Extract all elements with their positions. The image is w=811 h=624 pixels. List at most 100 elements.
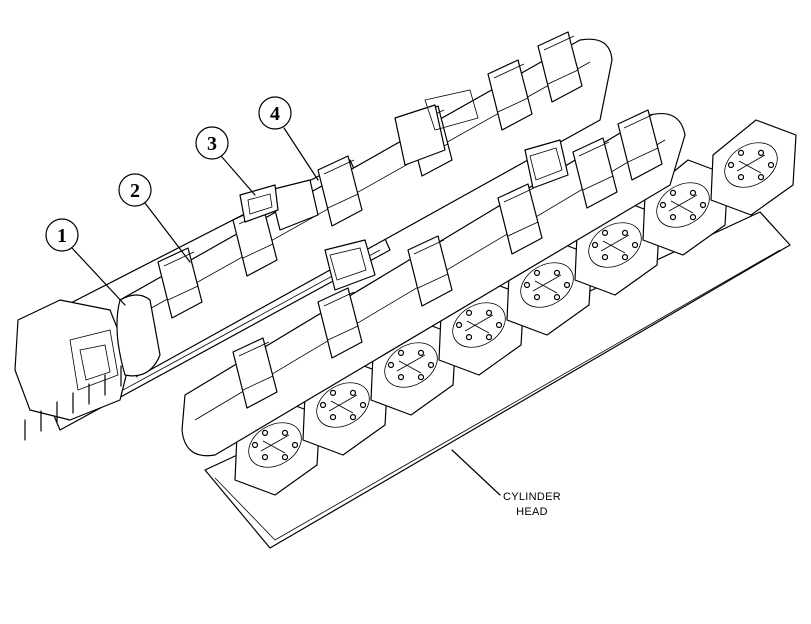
bolt — [329, 414, 337, 421]
bolt — [669, 189, 677, 196]
manifold-clamp — [572, 137, 618, 209]
leader-4 — [283, 127, 319, 181]
callout-4: 4 — [258, 96, 292, 130]
manifold-clamp — [537, 31, 583, 103]
cover-rib — [260, 434, 290, 454]
clamp-edge — [238, 341, 274, 391]
bolt — [553, 294, 561, 301]
clamp-edge — [163, 251, 199, 301]
bolt — [621, 254, 629, 261]
clamp-band — [407, 235, 453, 307]
callout-2-number: 2 — [130, 180, 140, 202]
clamp-band — [317, 155, 363, 227]
bolt — [485, 309, 493, 316]
manifold-clamp — [487, 59, 533, 131]
cover-rib — [600, 234, 630, 254]
bolt — [727, 161, 735, 169]
bolt — [329, 389, 337, 396]
manifold-clamp — [317, 155, 363, 227]
callout-1: 1 — [45, 218, 79, 252]
leader-2 — [144, 202, 191, 263]
callout-3: 3 — [195, 126, 229, 160]
manifold-clamp — [157, 247, 203, 319]
clamp-band — [572, 137, 618, 209]
clamp-band — [317, 287, 363, 359]
bolt — [251, 441, 259, 449]
clamp-edge — [493, 63, 529, 113]
manifold-clamp — [232, 337, 278, 409]
cylinder-head-label: CYLINDER HEAD — [503, 491, 561, 518]
callout-leaders — [71, 127, 501, 496]
clamp-edge — [323, 159, 359, 209]
bolt — [261, 429, 269, 436]
cylinder-head-cover — [384, 342, 438, 388]
bolt — [387, 361, 395, 369]
bolt — [427, 361, 435, 369]
cylinder-head-cover — [656, 182, 710, 228]
bolt — [417, 349, 425, 356]
clamp-band — [617, 109, 663, 181]
bolt — [261, 454, 269, 461]
callout-3-number: 3 — [207, 133, 217, 155]
callout-1-circle — [45, 218, 79, 252]
callout-3-circle — [195, 126, 229, 160]
cylinder-head-cover — [316, 382, 370, 428]
bolt — [631, 241, 639, 249]
cylinder-head-label-line2: HEAD — [516, 506, 548, 518]
bolt — [495, 321, 503, 329]
cover-rib — [668, 194, 698, 214]
bolt — [699, 201, 707, 209]
bolt — [359, 401, 367, 409]
bolt — [485, 334, 493, 341]
callout-4-number: 4 — [270, 103, 280, 125]
bolt — [601, 229, 609, 236]
clamp-band — [497, 183, 543, 255]
clamp-edge — [503, 187, 539, 237]
bolt — [281, 454, 289, 461]
bolt — [349, 389, 357, 396]
bolt — [689, 214, 697, 221]
bolt — [533, 294, 541, 301]
cover-rib — [328, 394, 358, 414]
cover-rib — [464, 314, 494, 334]
clamp-edge — [323, 291, 359, 341]
bolt — [349, 414, 357, 421]
cover-rib — [396, 354, 426, 374]
clamp-edge — [578, 141, 614, 191]
bolt — [757, 149, 765, 156]
leader-3 — [221, 156, 256, 196]
cylinder-head-cover — [248, 422, 302, 468]
exhaust-manifold-front — [181, 109, 686, 457]
bolt — [281, 429, 289, 436]
bolt — [757, 174, 765, 181]
cylinder-head-cover — [724, 142, 778, 188]
cylinder-head-label-line1: CYLINDER — [503, 491, 561, 503]
callout-4-circle — [258, 96, 292, 130]
clamp-band — [537, 31, 583, 103]
clamp-edge — [543, 35, 579, 85]
clamp-edge — [623, 113, 659, 163]
clamp-band — [232, 337, 278, 409]
bolt — [397, 349, 405, 356]
bolt — [553, 269, 561, 276]
bolt — [417, 374, 425, 381]
cover-rib — [532, 274, 562, 294]
bolt — [465, 334, 473, 341]
bolt — [319, 401, 327, 409]
bolt — [737, 149, 745, 156]
cover-rib — [736, 154, 766, 174]
bolt — [659, 201, 667, 209]
manifold-clamp — [617, 109, 663, 181]
bolt — [465, 309, 473, 316]
cylinder-head-cover — [452, 302, 506, 348]
bolt — [533, 269, 541, 276]
bolt — [767, 161, 775, 169]
callout-2-circle — [118, 173, 152, 207]
cylinder-head-cover — [588, 222, 642, 268]
bolt — [621, 229, 629, 236]
bolt — [455, 321, 463, 329]
manifold-clamp — [407, 235, 453, 307]
bolt — [397, 374, 405, 381]
bolt — [563, 281, 571, 289]
